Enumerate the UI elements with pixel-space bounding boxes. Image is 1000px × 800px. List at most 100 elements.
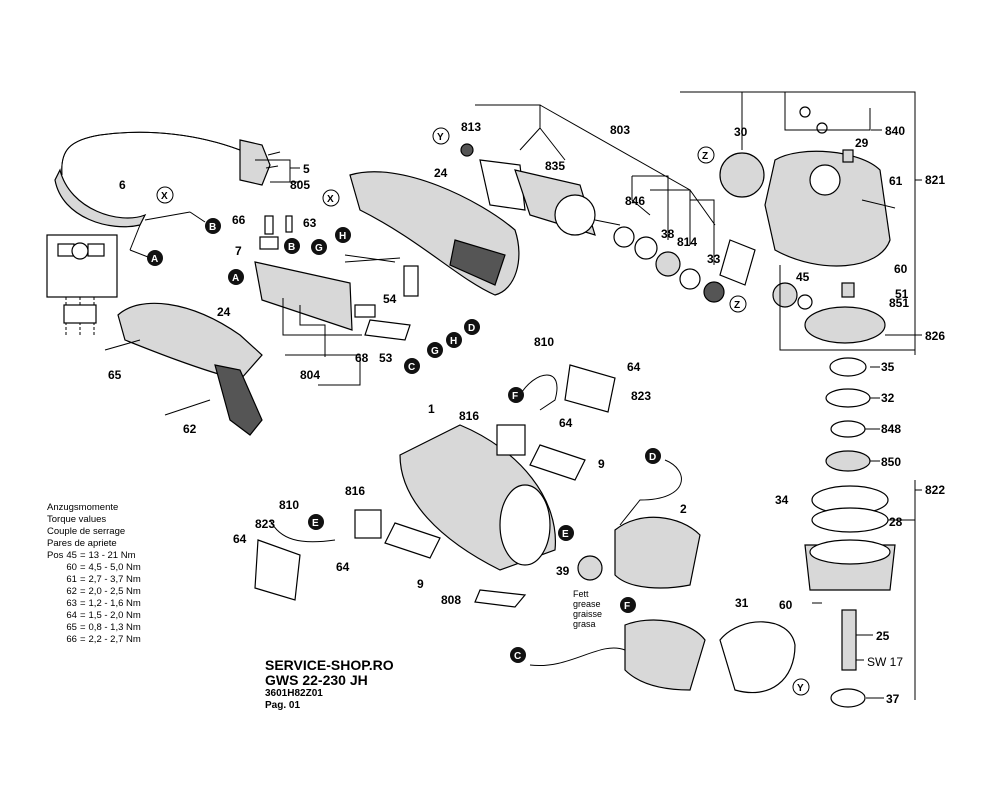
wrench-size-label: SW 17	[867, 655, 903, 669]
label-810a: 810	[534, 335, 554, 349]
svg-text:H: H	[450, 336, 457, 347]
label-63: 63	[303, 216, 317, 230]
svg-text:A: A	[232, 273, 239, 284]
torque-eq: =	[79, 622, 86, 633]
label-814: 814	[677, 235, 697, 249]
brush-holder-816b	[354, 509, 382, 539]
plate-808	[474, 589, 527, 608]
torque-value: 1,2 - 1,6 Nm	[88, 598, 141, 609]
svg-text:X: X	[161, 191, 168, 202]
connector-G1: G	[311, 239, 327, 255]
cable-sleeve	[54, 168, 147, 228]
label-9a: 9	[598, 457, 605, 471]
svg-text:G: G	[315, 243, 323, 254]
marker-X2: X	[322, 189, 340, 207]
brush-holders	[254, 364, 616, 601]
torque-pos: 65	[66, 622, 77, 633]
label-7: 7	[235, 244, 242, 258]
marker-Z1: Z	[697, 146, 715, 164]
switch-part-53	[364, 319, 411, 341]
torque-pos: 61	[66, 574, 77, 585]
label-61: 61	[889, 174, 903, 188]
connector-A1: A	[147, 250, 163, 266]
label-823a: 823	[631, 389, 651, 403]
svg-text:Y: Y	[797, 683, 804, 694]
label-808: 808	[441, 593, 461, 607]
label-5: 5	[303, 162, 310, 176]
connector-C2: C	[510, 647, 526, 663]
label-24b: 24	[217, 305, 231, 319]
marker-Y2: Y	[792, 678, 810, 696]
torque-value: 13 - 21 Nm	[88, 550, 136, 561]
label-803: 803	[610, 123, 630, 137]
label-2: 2	[680, 502, 687, 516]
cover-9b	[384, 522, 441, 559]
label-28: 28	[889, 515, 903, 529]
marker-Y1: Y	[432, 127, 450, 145]
label-813: 813	[461, 120, 481, 134]
label-68: 68	[355, 351, 369, 365]
torque-pos: 45	[66, 550, 77, 561]
shop-name: SERVICE-SHOP.RO	[265, 657, 394, 673]
footer-info: SERVICE-SHOP.RO GWS 22-230 JH 3601H82Z01…	[265, 658, 394, 712]
housing-top	[349, 171, 520, 296]
label-30: 30	[734, 125, 748, 139]
label-65: 65	[108, 368, 122, 382]
connector-G2: G	[427, 342, 443, 358]
svg-text:D: D	[468, 323, 475, 334]
torque-value: 0,8 - 1,3 Nm	[88, 622, 141, 633]
label-64b: 64	[559, 416, 573, 430]
label-24a: 24	[434, 166, 448, 180]
torque-row: 62=2,0 - 2,5 Nm	[47, 586, 144, 598]
label-1: 1	[428, 402, 435, 416]
bevel-gear-826	[804, 306, 886, 344]
torque-row: 63=1,2 - 1,6 Nm	[47, 598, 144, 610]
label-60a: 60	[894, 262, 908, 276]
connector-H1: H	[335, 227, 351, 243]
label-38: 38	[661, 227, 675, 241]
label-805: 805	[290, 178, 310, 192]
torque-value: 2,2 - 2,7 Nm	[88, 634, 141, 645]
field-coil-2	[614, 516, 701, 589]
label-25: 25	[876, 629, 890, 643]
connector-F1: F	[508, 387, 524, 403]
bearings-group	[613, 175, 725, 303]
page-number: Pag. 01	[265, 700, 301, 711]
torque-eq: =	[79, 574, 86, 585]
torque-pos: 62	[66, 586, 77, 597]
torque-value: 2,0 - 2,5 Nm	[88, 586, 141, 597]
svg-text:A: A	[151, 254, 158, 265]
torque-eq: =	[79, 634, 86, 645]
label-804: 804	[300, 368, 320, 382]
svg-text:F: F	[512, 391, 518, 402]
brush-cover-823b	[254, 539, 301, 601]
label-848: 848	[881, 422, 901, 436]
svg-text:Y: Y	[437, 132, 444, 143]
svg-text:D: D	[649, 452, 656, 463]
field-winding	[529, 459, 796, 694]
side-handle	[117, 302, 263, 381]
connector-B2: B	[284, 238, 300, 254]
connector-F2: F	[620, 597, 636, 613]
label-840: 840	[885, 124, 905, 138]
connector-H2: H	[446, 332, 462, 348]
label-9b: 9	[417, 577, 424, 591]
label-62: 62	[183, 422, 197, 436]
label-821: 821	[925, 173, 945, 187]
handle-group	[104, 302, 263, 436]
torque-pos: 63	[66, 598, 77, 609]
connector-D1: D	[464, 319, 480, 335]
bearing-flange-31	[719, 621, 796, 694]
label-851: 851	[889, 296, 909, 310]
torque-title-en: Torque values	[47, 514, 107, 525]
connector-A2: A	[228, 269, 244, 285]
switch-assembly	[254, 215, 419, 386]
svg-text:E: E	[562, 529, 569, 540]
switch-schematic	[46, 234, 118, 335]
svg-text:B: B	[209, 222, 216, 233]
label-823b: 823	[255, 517, 275, 531]
handle-grip	[214, 364, 263, 436]
svg-text:C: C	[408, 362, 415, 373]
